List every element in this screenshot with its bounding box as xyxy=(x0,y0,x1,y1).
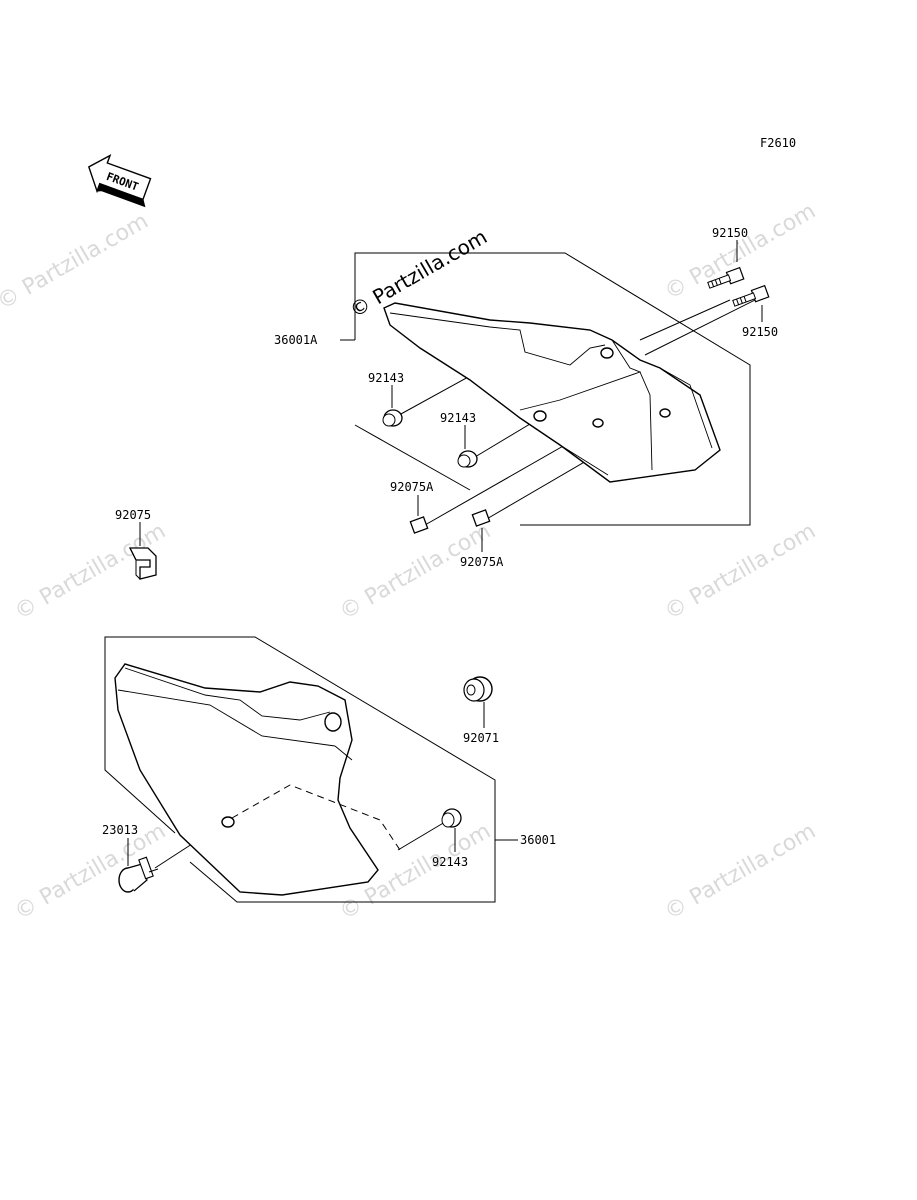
collar-icon xyxy=(471,509,491,527)
label-92143-lower: 92143 xyxy=(432,855,468,869)
label-92143-left: 92143 xyxy=(368,371,404,385)
front-arrow-icon: FRONT xyxy=(87,153,152,208)
label-92075a-right: 92075A xyxy=(460,555,504,569)
label-36001a: 36001A xyxy=(274,333,318,347)
grommet-icon xyxy=(457,450,478,468)
label-92075a-left: 92075A xyxy=(390,480,434,494)
figure-code: F2610 xyxy=(760,136,796,150)
grommet-icon xyxy=(441,808,462,828)
watermark: © Partzilla.com xyxy=(661,819,821,926)
screw-icon xyxy=(118,856,159,893)
grommet-large-icon xyxy=(463,676,493,702)
bolt-icon xyxy=(707,266,745,289)
clip-icon xyxy=(128,547,157,580)
bolt-icon xyxy=(732,284,770,307)
label-23013: 23013 xyxy=(102,823,138,837)
label-36001: 36001 xyxy=(520,833,556,847)
label-92150-top: 92150 xyxy=(712,226,748,240)
grommet-icon xyxy=(382,409,403,427)
watermark: © Partzilla.com xyxy=(0,209,153,316)
upper-side-cover xyxy=(383,302,721,483)
watermark: © Partzilla.com xyxy=(336,519,496,626)
label-92075: 92075 xyxy=(115,508,151,522)
callout-labels: 36001A 92150 92150 92143 92143 92075A 92… xyxy=(102,226,778,869)
watermark: © Partzilla.com xyxy=(661,199,821,306)
label-92143-mid: 92143 xyxy=(440,411,476,425)
watermark: © Partzilla.com xyxy=(661,519,821,626)
lower-side-cover xyxy=(114,663,401,896)
collar-icon xyxy=(409,516,429,534)
label-leaders xyxy=(127,240,763,866)
label-92071: 92071 xyxy=(463,731,499,745)
label-92150-right: 92150 xyxy=(742,325,778,339)
